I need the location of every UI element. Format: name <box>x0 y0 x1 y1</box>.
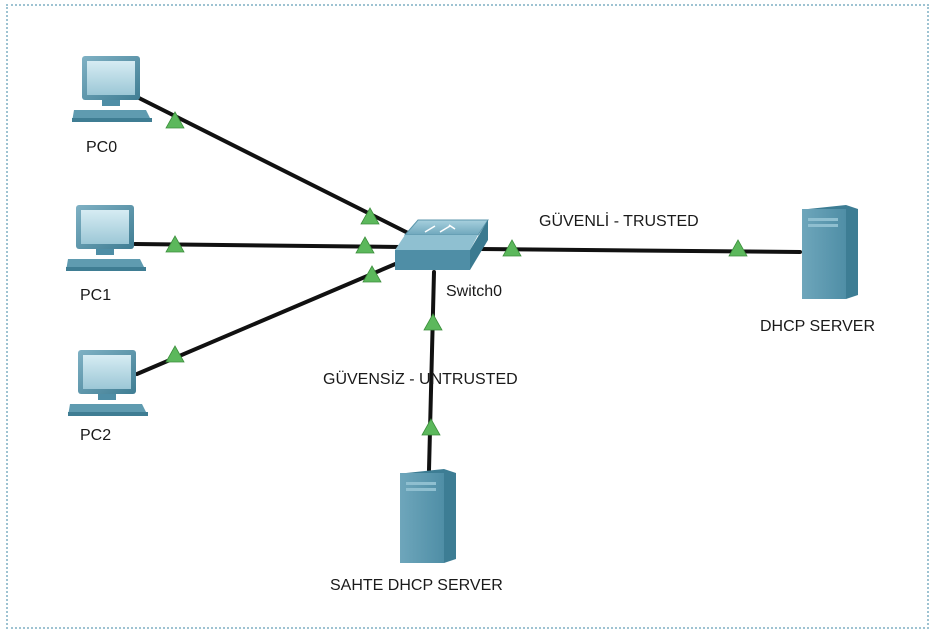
rogue-dhcp-server-label: SAHTE DHCP SERVER <box>330 577 503 594</box>
dhcp-server-label: DHCP SERVER <box>760 318 875 335</box>
link-up-icon <box>360 207 380 225</box>
link-switch-dhcp[interactable] <box>478 247 802 254</box>
link-up-icon <box>421 418 441 436</box>
link-switch-rogue[interactable] <box>427 270 436 472</box>
dhcp-server-icon[interactable] <box>802 205 858 299</box>
link-pc2-switch[interactable] <box>135 260 402 376</box>
pc0-label: PC0 <box>86 139 118 156</box>
link-pc0-switch[interactable] <box>135 95 412 236</box>
switch-label: Switch0 <box>446 283 503 300</box>
link-up-icon <box>165 235 185 253</box>
link-up-icon <box>423 313 443 331</box>
link-up-icon <box>728 239 748 257</box>
link-up-icon <box>165 345 185 363</box>
pc2-label: PC2 <box>80 427 112 444</box>
link-up-icon <box>355 236 375 254</box>
pc1-icon[interactable] <box>66 205 146 271</box>
link-up-icon <box>165 111 185 129</box>
trusted-link-label: GÜVENLİ - TRUSTED <box>539 213 699 230</box>
link-status-indicators <box>165 111 748 436</box>
link-up-icon <box>502 239 522 257</box>
untrusted-link-label: GÜVENSİZ - UNTRUSTED <box>323 371 518 388</box>
switch-icon[interactable] <box>395 219 489 270</box>
rogue-dhcp-server-icon[interactable] <box>400 469 456 563</box>
pc2-icon[interactable] <box>68 350 148 416</box>
pc0-icon[interactable] <box>72 56 152 122</box>
diagram-frame <box>6 4 929 629</box>
pc1-label: PC1 <box>80 287 112 304</box>
link-up-icon <box>362 265 382 283</box>
